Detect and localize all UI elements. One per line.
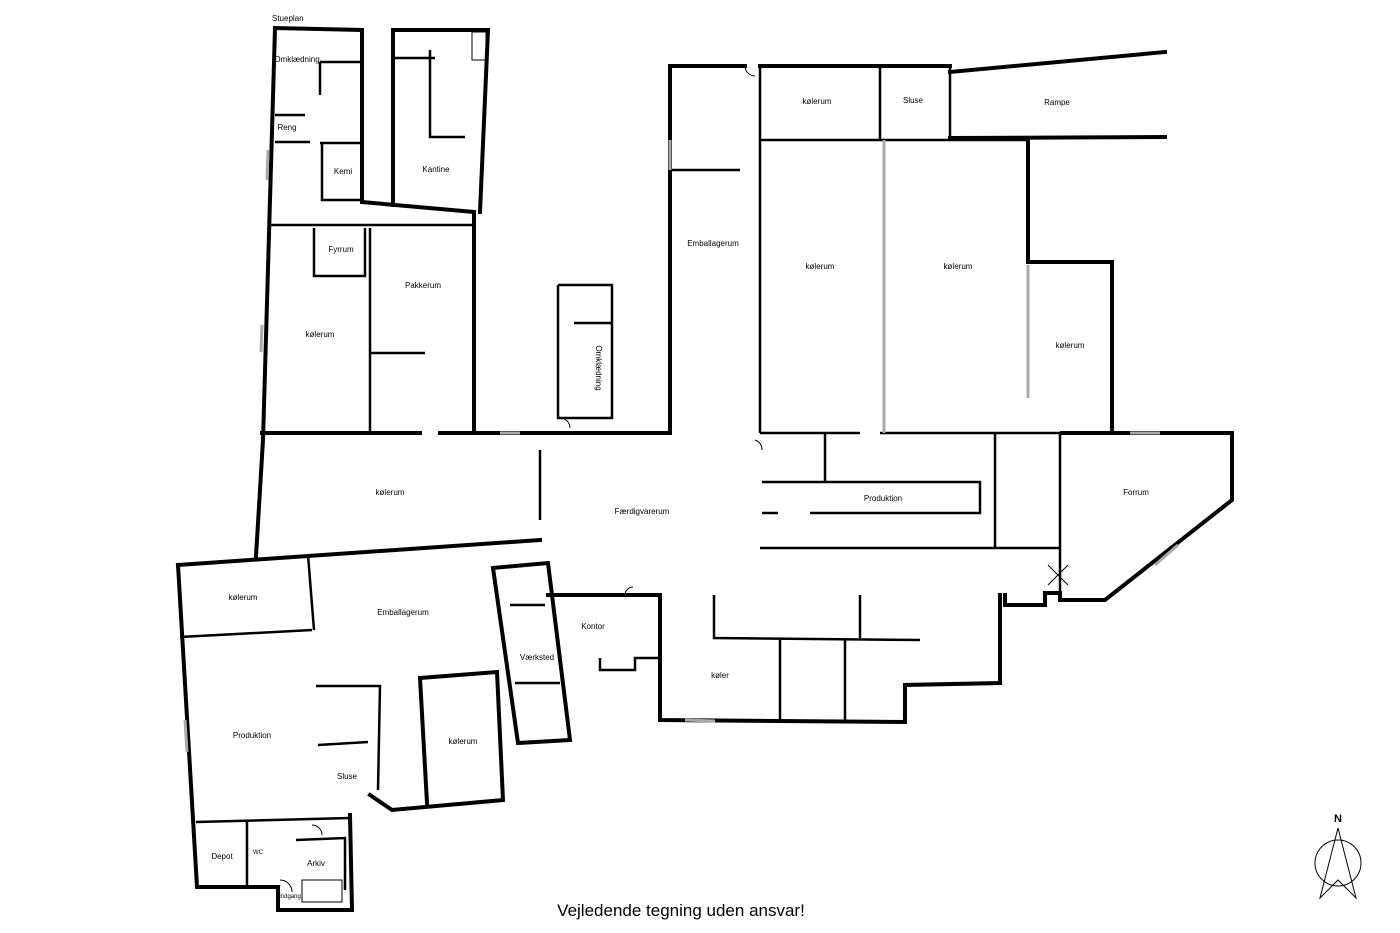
room-label: Sluse xyxy=(337,772,358,781)
room-label: Pakkerum xyxy=(405,281,441,290)
plan-title: Stueplan xyxy=(272,14,304,23)
room-label: WC xyxy=(253,850,264,856)
room-label: kølerum xyxy=(1056,341,1085,350)
room-label: Reng xyxy=(277,123,296,132)
room-label: Emballagerum xyxy=(377,608,429,617)
svg-text:N: N xyxy=(1334,813,1342,825)
room-label: køler xyxy=(711,671,729,680)
room-label: kølerum xyxy=(803,97,832,106)
room-label: Omklædning xyxy=(274,55,319,64)
room-label: Produktion xyxy=(864,494,902,503)
room-label: Omklædning xyxy=(594,345,603,390)
room-label: Arkiv xyxy=(307,859,325,868)
room-label: Depot xyxy=(211,852,233,861)
room-label: Kantine xyxy=(422,165,450,174)
windows xyxy=(183,140,1179,753)
room-label: Indgang xyxy=(279,894,301,900)
room-label: Sluse xyxy=(903,96,924,105)
room-label: kølerum xyxy=(806,262,835,271)
room-label: Rampe xyxy=(1044,98,1070,107)
room-label: Værksted xyxy=(520,653,554,662)
walls xyxy=(175,25,1234,912)
compass-icon: N xyxy=(1314,813,1362,900)
room-label: Forrum xyxy=(1123,488,1149,497)
room-label: kølerum xyxy=(449,737,478,746)
room-label: kølerum xyxy=(944,262,973,271)
room-label: Fyrrum xyxy=(328,245,354,254)
room-label: kølerum xyxy=(376,488,405,497)
room-label: kølerum xyxy=(229,593,258,602)
room-label: Produktion xyxy=(233,731,271,740)
room-label: Færdigvarerum xyxy=(615,507,670,516)
room-label: Kemi xyxy=(334,167,352,176)
doors xyxy=(279,65,1069,893)
room-label: kølerum xyxy=(306,330,335,339)
room-label: Kontor xyxy=(581,622,605,631)
stairs xyxy=(301,31,487,903)
disclaimer-footer: Vejledende tegning uden ansvar! xyxy=(557,901,805,920)
room-label: Emballagerum xyxy=(687,239,739,248)
